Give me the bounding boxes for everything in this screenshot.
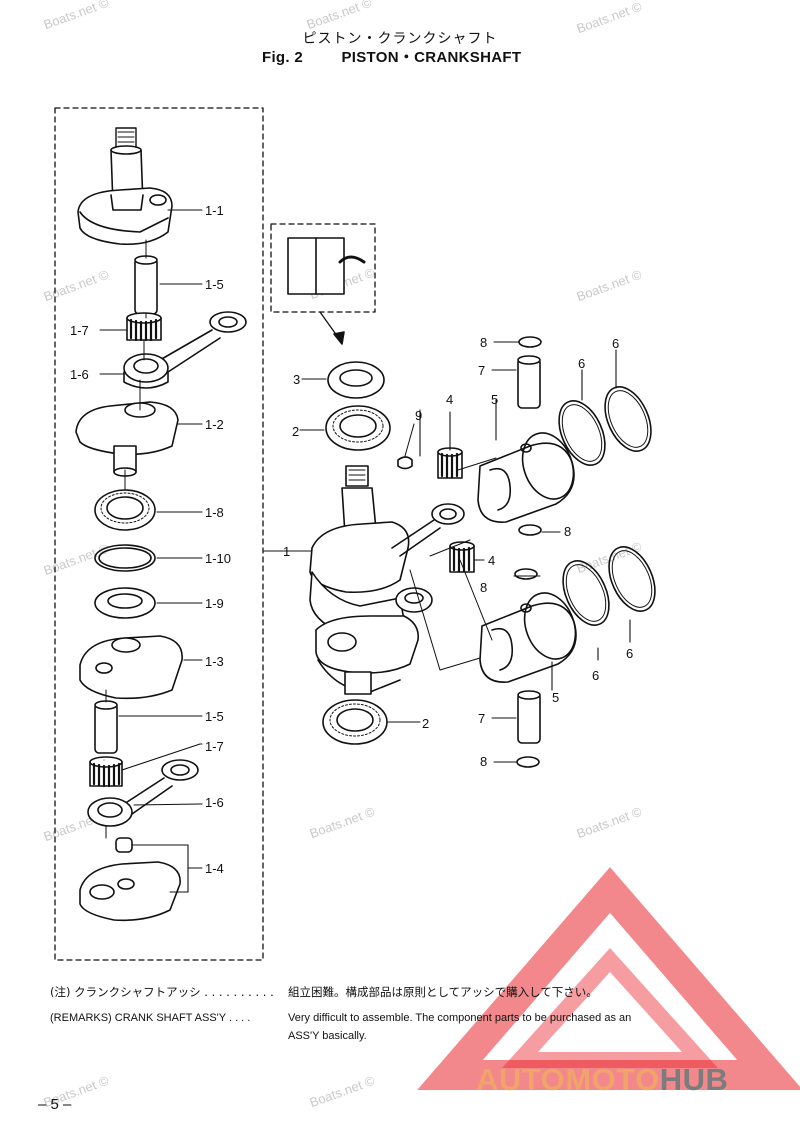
part-1-10-ring bbox=[94, 544, 156, 572]
part-9-woodruff-key bbox=[397, 423, 415, 470]
label-8: 8 bbox=[480, 580, 488, 595]
figure-number: Fig. 2 bbox=[262, 49, 303, 66]
part-8-clip bbox=[518, 524, 542, 536]
part-1-3-crank-web bbox=[79, 635, 183, 700]
part-8-clip bbox=[516, 756, 540, 768]
brand-text-a: AUTOMOTO bbox=[476, 1062, 660, 1097]
label-7-lower: 7 bbox=[478, 711, 486, 726]
label-8: 8 bbox=[564, 524, 572, 539]
part-1-6-connecting-rod-lower bbox=[87, 759, 199, 827]
figure-title: Fig. 2 PISTON・CRANKSHAFT bbox=[262, 46, 521, 67]
label-1-3: 1-3 bbox=[205, 654, 224, 669]
part-1-7-needle-bearing-lower bbox=[89, 756, 123, 788]
part-1-2-crank-web bbox=[75, 401, 179, 477]
part-6-piston-ring bbox=[604, 386, 652, 452]
label-8: 8 bbox=[480, 335, 488, 350]
label-2-lower: 2 bbox=[422, 716, 430, 731]
part-1-5-crank-pin bbox=[134, 255, 158, 315]
part-4-needle-bearing-upper bbox=[437, 447, 463, 479]
label-1-10: 1-10 bbox=[205, 551, 232, 566]
part-8-clip bbox=[514, 568, 538, 580]
label-1-8: 1-8 bbox=[205, 505, 224, 520]
label-7-upper: 7 bbox=[478, 363, 486, 378]
brand-text-b: HUB bbox=[659, 1062, 729, 1097]
label-1-2: 1-2 bbox=[205, 417, 224, 432]
part-5-piston-lower bbox=[479, 592, 577, 683]
part-4-needle-bearing-lower bbox=[449, 541, 475, 573]
part-3-oil-seal bbox=[327, 361, 385, 399]
crankshaft-assy-box bbox=[54, 107, 264, 961]
label-5-upper: 5 bbox=[491, 392, 499, 407]
label-4-upper: 4 bbox=[446, 392, 454, 407]
label-1-5-lower: 1-5 bbox=[205, 709, 224, 724]
part-1-7-needle-bearing bbox=[126, 312, 162, 342]
title-japanese: ピストン・クランクシャフト bbox=[302, 31, 498, 47]
part-2-ball-bearing-upper bbox=[325, 405, 391, 451]
label-1-7: 1-7 bbox=[70, 323, 89, 338]
part-1-5-crank-pin-lower bbox=[94, 700, 118, 754]
label-6: 6 bbox=[612, 336, 620, 351]
part-7-piston-pin-upper bbox=[517, 355, 541, 409]
remark-en-text-2: ASS'Y basically. bbox=[288, 1030, 367, 1042]
label-1-6: 1-6 bbox=[70, 367, 89, 382]
label-3: 3 bbox=[293, 372, 301, 387]
label-9: 9 bbox=[415, 408, 423, 423]
label-6: 6 bbox=[578, 356, 586, 371]
inset-detail bbox=[270, 223, 376, 345]
part-7-piston-pin-lower bbox=[517, 690, 541, 744]
part-conrod-upper bbox=[391, 503, 465, 557]
label-2-upper: 2 bbox=[292, 424, 300, 439]
part-6-piston-ring bbox=[558, 400, 606, 466]
label-1: 1 bbox=[283, 544, 291, 559]
part-1-8-ball-bearing bbox=[94, 489, 156, 531]
label-1-9: 1-9 bbox=[205, 596, 224, 611]
label-1-1: 1-1 bbox=[205, 203, 224, 218]
part-1-6-connecting-rod bbox=[123, 311, 247, 389]
part-8-clip bbox=[518, 336, 542, 348]
label-1-6-lower: 1-6 bbox=[205, 795, 224, 810]
label-1-5: 1-5 bbox=[205, 277, 224, 292]
part-6-piston-ring bbox=[562, 560, 610, 626]
remark-jp-label: (注) クランクシャフトアッシ . . . . . . . . . . bbox=[50, 985, 274, 999]
label-6: 6 bbox=[626, 646, 634, 661]
part-1-crankshaft-assy bbox=[309, 465, 433, 695]
remark-jp-text: 組立困難。構成部品は原則としてアッシで購入して下さい。 bbox=[288, 985, 598, 999]
remark-en-text-1: Very difficult to assemble. The componen… bbox=[288, 1012, 632, 1024]
remark-en-label: (REMARKS) CRANK SHAFT ASS'Y . . . . bbox=[50, 1012, 251, 1024]
label-1-7-lower: 1-7 bbox=[205, 739, 224, 754]
label-6: 6 bbox=[592, 668, 600, 683]
figure-title-en: PISTON・CRANKSHAFT bbox=[341, 49, 522, 66]
label-1-4: 1-4 bbox=[205, 861, 224, 876]
label-8: 8 bbox=[480, 754, 488, 769]
label-4-lower: 4 bbox=[488, 553, 496, 568]
part-1-1-upper-crank bbox=[77, 127, 173, 246]
page-number: – 5 – bbox=[38, 1096, 72, 1113]
label-5-lower: 5 bbox=[552, 690, 560, 705]
part-2-ball-bearing-lower bbox=[322, 699, 388, 745]
part-6-piston-ring bbox=[608, 546, 656, 612]
brand-logo: AUTOMOTOHUB bbox=[476, 1062, 728, 1098]
part-1-4-lower-crank bbox=[79, 837, 181, 922]
part-5-piston-upper bbox=[477, 432, 575, 523]
part-1-9-oil-seal bbox=[94, 587, 156, 619]
